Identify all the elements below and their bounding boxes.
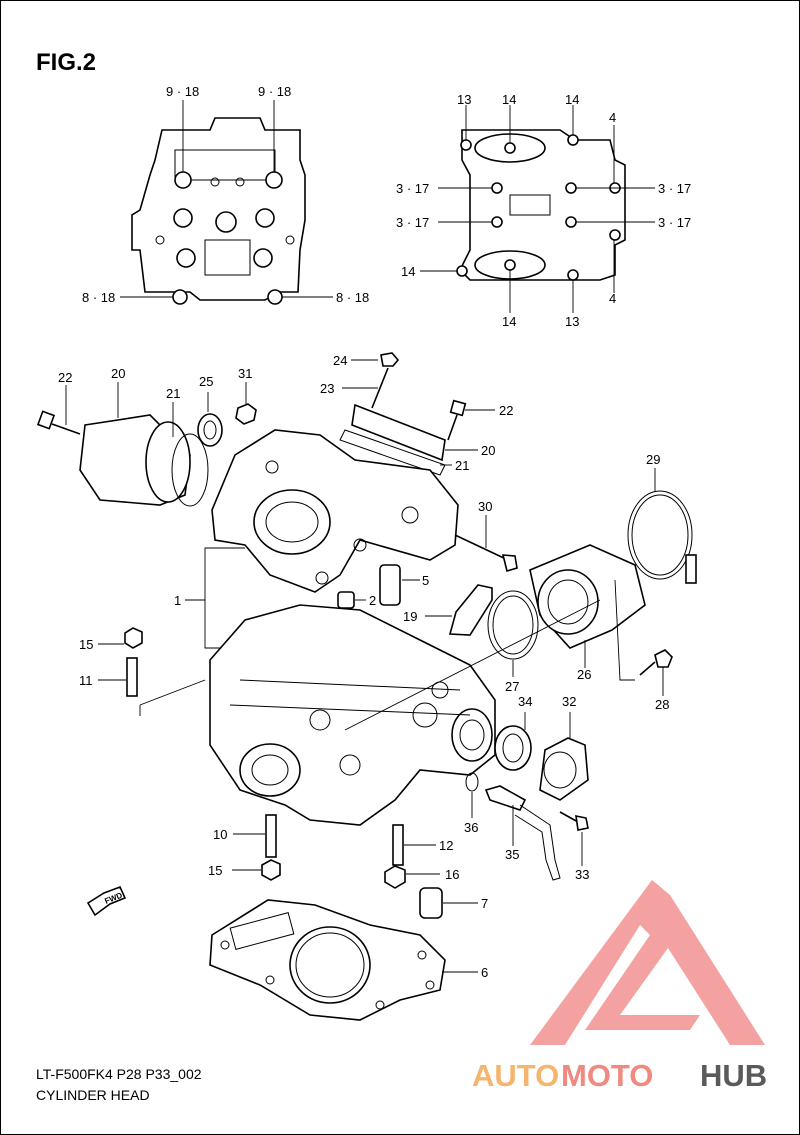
- nut-15-top: [98, 627, 143, 649]
- clamp-29: [627, 468, 697, 584]
- callout-8-18-left: 8 · 18: [82, 290, 115, 305]
- intake-pipe-26: [529, 544, 646, 668]
- callout-19: 19: [403, 609, 417, 624]
- callout-30: 30: [478, 499, 492, 514]
- callout-5: 5: [422, 573, 429, 588]
- bolt-24-23: [342, 352, 400, 409]
- figure-title: FIG.2: [36, 49, 97, 76]
- callout-3-17-right-b: 3 · 17: [658, 215, 691, 230]
- head-top-view-inset: [120, 100, 333, 305]
- head-gasket-6: [209, 899, 478, 1021]
- bolt-30: [454, 515, 518, 573]
- nut-16: [384, 865, 440, 889]
- callout-15-top: 15: [79, 637, 93, 652]
- callout-21-right: 21: [455, 458, 469, 473]
- bolt-28: [614, 579, 673, 696]
- nut-15-bottom: [232, 859, 281, 881]
- callout-23: 23: [320, 381, 334, 396]
- sensor-35: [484, 785, 561, 881]
- callout-28: 28: [655, 697, 669, 712]
- dowel-7: [419, 887, 478, 919]
- callout-27: 27: [505, 679, 519, 694]
- callout-36: 36: [464, 820, 478, 835]
- callout-31: 31: [238, 366, 252, 381]
- stud-10: [233, 814, 277, 858]
- stud-11: [98, 657, 138, 697]
- callout-14-top-b: 14: [565, 92, 579, 107]
- o-ring-27: [487, 590, 539, 677]
- callout-33: 33: [575, 867, 589, 882]
- stud-12: [392, 824, 436, 866]
- callout-12: 12: [439, 838, 453, 853]
- washer-36: [465, 772, 479, 818]
- nut-31: [235, 382, 257, 425]
- callout-3-17-left-a: 3 · 17: [396, 181, 429, 196]
- callout-34: 34: [518, 694, 532, 709]
- callout-10: 10: [213, 827, 227, 842]
- callout-15-bottom: 15: [208, 863, 222, 878]
- callout-24: 24: [333, 353, 347, 368]
- watermark-text-moto: MOTO: [561, 1058, 653, 1093]
- bolt-33: [559, 811, 589, 866]
- callout-21-left: 21: [166, 386, 180, 401]
- callout-1: 1: [174, 593, 181, 608]
- callout-8-18-right: 8 · 18: [336, 290, 369, 305]
- thermostat-case-32: [539, 712, 589, 801]
- callout-35: 35: [505, 847, 519, 862]
- diagram-code-caption: LT-F500FK4 P28 P33_002: [36, 1066, 202, 1082]
- seal-25: [197, 392, 223, 447]
- fwd-arrow-icon: [86, 885, 127, 917]
- callout-29: 29: [646, 452, 660, 467]
- callout-2: 2: [369, 593, 376, 608]
- callout-32: 32: [562, 694, 576, 709]
- dowel-2: [337, 591, 366, 609]
- thermostat-34: [494, 712, 532, 771]
- bolt-22-right: [447, 399, 495, 441]
- callout-11: 11: [79, 673, 93, 688]
- callout-22-right: 22: [499, 403, 513, 418]
- callout-14-left: 14: [401, 264, 415, 279]
- callout-20-right: 20: [481, 443, 495, 458]
- callout-14-bottom: 14: [502, 314, 516, 329]
- callout-20-left: 20: [111, 366, 125, 381]
- callout-9-18-left: 9 · 18: [166, 84, 199, 99]
- callout-22-left: 22: [58, 370, 72, 385]
- watermark-logo: [530, 880, 765, 1045]
- watermark-text-auto: AUTO: [472, 1058, 559, 1093]
- dowel-5: [379, 564, 420, 606]
- callout-3-17-right-a: 3 · 17: [658, 181, 691, 196]
- callout-14-top-a: 14: [502, 92, 516, 107]
- cylinder-head: [209, 604, 496, 826]
- cylinder-head-cover: [211, 429, 459, 593]
- cap-plate-20-right: [339, 403, 478, 476]
- gasket-21-left: [171, 402, 209, 507]
- callout-16: 16: [445, 867, 459, 882]
- head-cover-gasket-inset: [420, 105, 655, 313]
- watermark-text-hub: HUB: [700, 1058, 767, 1093]
- spark-plug-19: [425, 584, 493, 636]
- diagram-name-caption: CYLINDER HEAD: [36, 1087, 150, 1103]
- callout-13-top: 13: [457, 92, 471, 107]
- callout-25: 25: [199, 374, 213, 389]
- bolt-22-left: [36, 385, 81, 435]
- callout-4-bottom: 4: [609, 291, 616, 306]
- callout-7: 7: [481, 896, 488, 911]
- callout-13-bottom: 13: [565, 314, 579, 329]
- callout-9-18-right: 9 · 18: [258, 84, 291, 99]
- callout-26: 26: [577, 667, 591, 682]
- callout-3-17-left-b: 3 · 17: [396, 215, 429, 230]
- callout-6: 6: [481, 965, 488, 980]
- callout-4-top: 4: [609, 110, 616, 125]
